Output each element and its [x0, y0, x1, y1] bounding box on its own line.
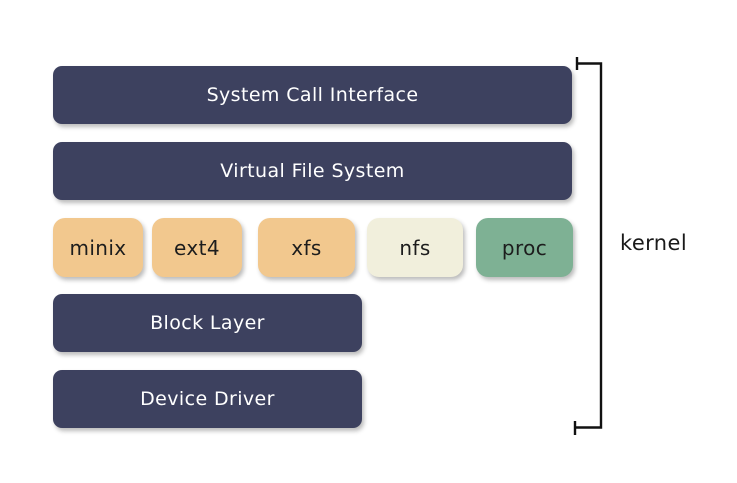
- filesystem-box-proc: proc: [476, 218, 573, 277]
- filesystem-box-xfs: xfs: [258, 218, 355, 277]
- layer-box-system-call-interface: System Call Interface: [53, 66, 572, 124]
- filesystem-label-minix: minix: [69, 235, 127, 260]
- filesystem-label-nfs: nfs: [399, 235, 431, 260]
- filesystem-box-nfs: nfs: [367, 218, 463, 277]
- filesystem-box-ext4: ext4: [152, 218, 242, 277]
- layer-box-device-driver: Device Driver: [53, 370, 362, 428]
- kernel-bracket-label: kernel: [620, 231, 688, 255]
- filesystem-box-minix: minix: [53, 218, 143, 277]
- layer-label-block-layer: Block Layer: [150, 312, 265, 334]
- layer-label-virtual-file-system: Virtual File System: [220, 160, 405, 182]
- layer-box-virtual-file-system: Virtual File System: [53, 142, 572, 200]
- layer-label-system-call-interface: System Call Interface: [206, 84, 419, 106]
- filesystem-label-ext4: ext4: [174, 235, 220, 260]
- layer-box-block-layer: Block Layer: [53, 294, 362, 352]
- filesystem-label-proc: proc: [501, 235, 548, 260]
- kernel-bracket: [573, 57, 603, 435]
- filesystem-label-xfs: xfs: [291, 235, 322, 260]
- layer-label-device-driver: Device Driver: [140, 388, 275, 410]
